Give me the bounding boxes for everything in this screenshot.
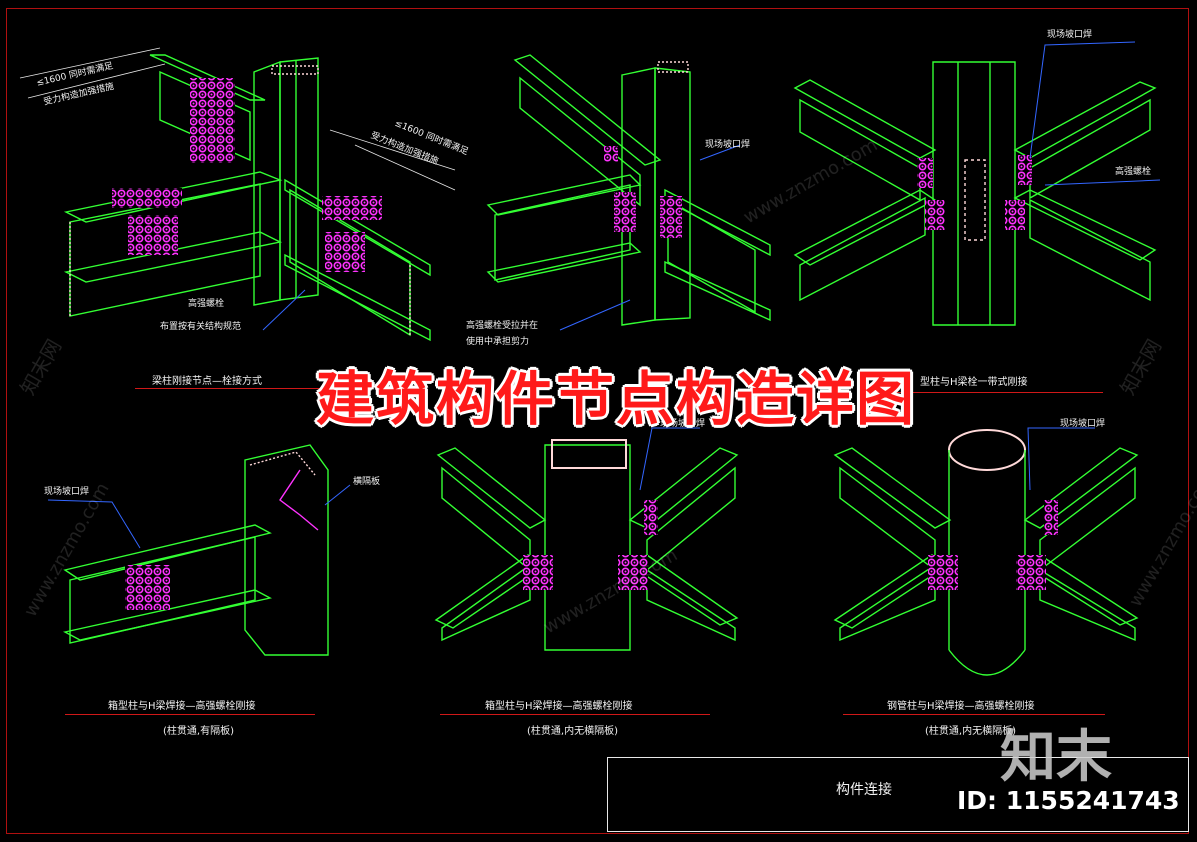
id-text: ID: 1155241743 (957, 786, 1180, 815)
d3-bolt-label: 高强螺栓 (1115, 167, 1152, 177)
d4-plate-label: 横隔板 (353, 477, 381, 487)
caption-d4-underline (65, 714, 315, 715)
d5-weld-label: 现场坡口焊 (660, 419, 706, 429)
drawing-frame (6, 8, 1189, 834)
d2-note2: 使用中承担剪力 (466, 337, 530, 347)
d6-weld-label: 现场坡口焊 (1060, 419, 1106, 429)
caption-d5-main: 箱型柱与H梁焊接—高强螺栓刚接 (485, 701, 633, 712)
caption-d1-underline (135, 388, 335, 389)
brand-logo: 知末 (1000, 725, 1112, 790)
banner-title: 建筑构件节点构造详图 (316, 365, 917, 433)
caption-d6-main: 钢管柱与H梁焊接—高强螺栓刚接 (887, 701, 1035, 712)
d1-bolt-label: 高强螺栓 (188, 299, 225, 309)
caption-d4-main: 箱型柱与H梁焊接—高强螺栓刚接 (108, 701, 256, 712)
caption-d5-sub: (柱贯通,内无横隔板) (527, 726, 618, 737)
caption-d5-underline (440, 714, 710, 715)
caption-d6-sub: (柱贯通,内无横隔板) (925, 726, 1016, 737)
detail-5-square-column-four-way (434, 427, 739, 651)
caption-d3-underline (895, 392, 1103, 393)
caption-d6-underline (843, 714, 1105, 715)
detail-2-column-beam-joint (486, 54, 771, 331)
detail-6-pipe-column-four-way (833, 427, 1139, 676)
d1-note-label: 布置按有关结构规范 (160, 322, 242, 332)
caption-d3-prefix: 或 (900, 377, 910, 388)
d4-weld-label: 现场坡口焊 (44, 487, 90, 497)
caption-d1: 梁柱刚接节点—栓接方式 (152, 376, 262, 387)
title-block (607, 757, 1189, 832)
caption-d3: 型柱与H梁栓一带式刚接 (920, 377, 1028, 388)
d2-note1: 高强螺栓受拉并在 (466, 321, 539, 331)
title-block-text: 构件连接 (836, 782, 892, 798)
detail-3-four-way-joint (793, 41, 1161, 326)
d2-weld-label: 现场坡口焊 (705, 140, 751, 150)
detail-4-box-column-beam (47, 444, 351, 656)
detail-1-beam-column-bolted (19, 47, 456, 342)
d3-weld-label: 现场坡口焊 (1047, 30, 1093, 40)
caption-d4-sub: (柱贯通,有隔板) (163, 726, 234, 737)
